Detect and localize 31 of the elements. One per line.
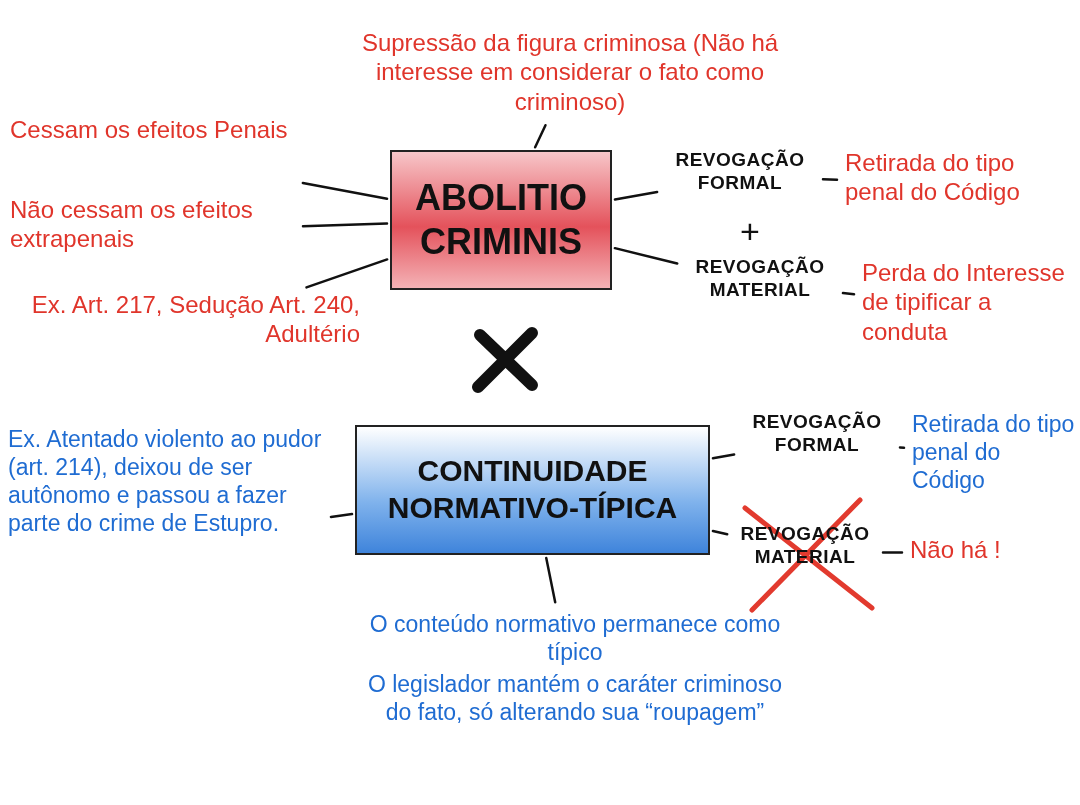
note-text: Não cessam os efeitos extrapenais (10, 195, 295, 267)
connector-line (711, 529, 729, 536)
connector-line (305, 258, 389, 289)
connector-line (898, 446, 906, 450)
note-text: O conteúdo normativo permanece como típico (368, 610, 782, 667)
connector-line (301, 181, 389, 200)
connector-line (821, 178, 839, 181)
note-text: Cessam os efeitos Penais (10, 115, 295, 195)
connector-line (301, 222, 389, 228)
note-text: Ex. Atentado violento ao pudor (art. 214), deixou de ser autônomo e passou a fazer parte do crime de Estupro. (8, 425, 323, 653)
label-text: REVOGAÇÃO MATERIAL (685, 255, 835, 313)
note-text: Retirada do tipo penal do Código (845, 148, 1070, 218)
note-text: Supressão da figura criminosa (Não há interesse em considerar o fato como criminoso) (335, 28, 805, 118)
note-text: Retirada do tipo penal do Código (912, 410, 1077, 502)
plus-sign: + (740, 212, 760, 251)
note-text: Perda do Interesse de tipificar a conduta (862, 258, 1077, 356)
label-text: REVOGAÇÃO FORMAL (742, 410, 892, 470)
connector-line (533, 124, 547, 149)
connector-line (841, 291, 856, 296)
title-box: ABOLITIO CRIMINIS (390, 150, 612, 290)
connector-line (613, 246, 679, 265)
connector-line (545, 556, 557, 604)
note-text: O legislador mantém o caráter criminoso do fato, só alterando sua “roupagem” (366, 670, 784, 727)
title-box: CONTINUIDADE NORMATIVO-TÍPICA (355, 425, 710, 555)
note-text: Não há ! (910, 535, 1050, 571)
connector-line (711, 453, 736, 460)
note-text: Ex. Art. 217, Sedução Art. 240, Adultério (30, 290, 360, 362)
connector-line (329, 512, 354, 519)
connector-line (881, 551, 904, 554)
label-text: REVOGAÇÃO FORMAL (665, 148, 815, 206)
connector-line (613, 190, 659, 201)
